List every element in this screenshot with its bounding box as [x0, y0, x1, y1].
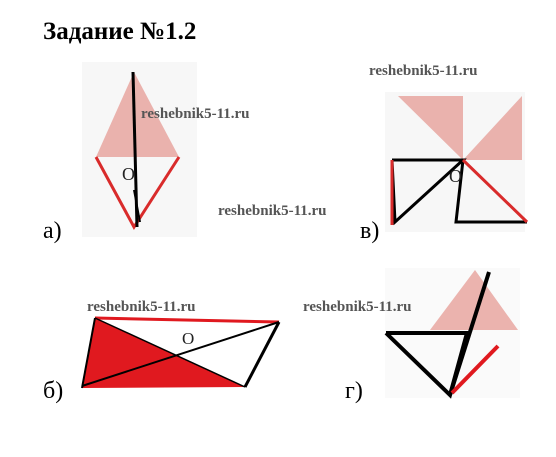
- label-a: а): [43, 218, 62, 244]
- label-v: в): [360, 218, 380, 244]
- figure-v-red-diagonal: [461, 158, 529, 224]
- figure-a-axis-lower: [133, 189, 141, 223]
- figure-b-left-side: [81, 317, 96, 389]
- figure-a-pink-triangle: [96, 72, 179, 157]
- figure-v-pink-left: [398, 96, 463, 160]
- watermark-5: reshebnik5-11.ru: [303, 299, 412, 315]
- figure-a-red-outline: [94, 156, 181, 230]
- figure-v-point-o: O: [449, 166, 462, 186]
- label-g: г): [345, 378, 363, 404]
- figure-b-red-fill: [82, 318, 245, 388]
- figure-b-diagonal-2: [94, 317, 246, 388]
- figure-g-black-line: [448, 271, 491, 396]
- figure-a: O: [82, 62, 197, 237]
- figure-b-right-side: [243, 321, 281, 388]
- watermark-2: reshebnik5-11.ru: [369, 63, 478, 79]
- watermark-4: reshebnik5-11.ru: [87, 299, 196, 315]
- figure-g-red-line: [450, 344, 500, 395]
- label-b: б): [43, 378, 64, 404]
- figure-g: [384, 268, 520, 399]
- figure-b-point-o: O: [182, 329, 194, 348]
- figure-v-pink-right: [463, 96, 522, 160]
- figure-v-black-lines: [454, 159, 527, 224]
- figure-b-red-top: [94, 316, 280, 324]
- figure-b-diagonal: [81, 321, 280, 387]
- watermark-1: reshebnik5-11.ru: [141, 106, 250, 122]
- figure-a-point-o: O: [122, 164, 135, 184]
- figure-v: O: [385, 92, 529, 232]
- watermark-3: reshebnik5-11.ru: [218, 203, 327, 219]
- figure-b: O: [81, 316, 281, 389]
- figure-g-pink-triangle: [430, 270, 518, 330]
- task-title: Задание №1.2: [43, 18, 197, 45]
